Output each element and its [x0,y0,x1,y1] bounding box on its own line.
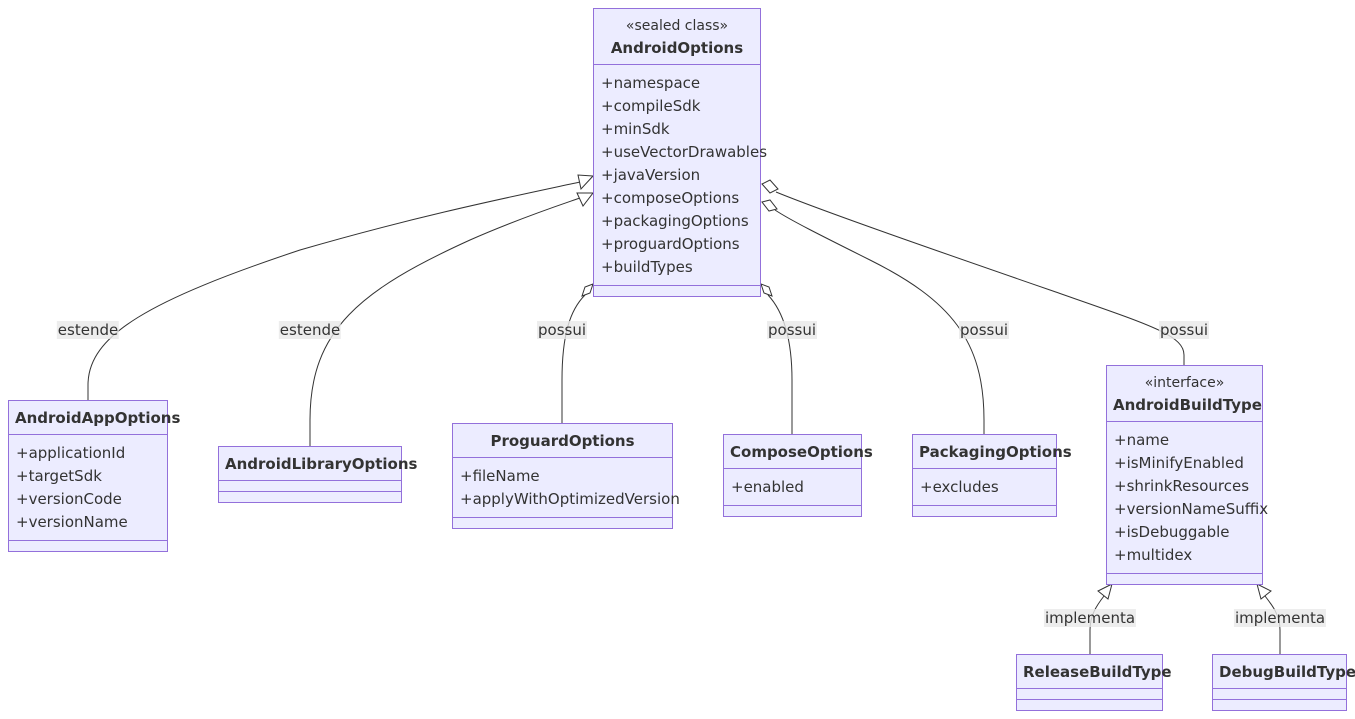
class-name: DebugBuildType [1219,663,1355,681]
edge-label-has-compose: possui [766,321,818,339]
class-header: ComposeOptions [724,435,873,469]
class-header: «sealed class» AndroidOptions [594,9,760,65]
attribute: +shrinkResources [1114,477,1250,495]
class-debug-build-type[interactable]: DebugBuildType [1212,654,1355,711]
attribute: +buildTypes [601,258,693,276]
inheritance-arrowhead [576,192,595,207]
attribute: +excludes [920,478,999,496]
attribute: +packagingOptions [601,212,749,230]
class-android-options[interactable]: «sealed class» AndroidOptions +namespace… [593,8,768,297]
methods-section [913,506,1056,516]
edge-label-has-packaging: possui [958,321,1010,339]
inheritance-arrowhead [577,174,595,191]
attribute: +applyWithOptimizedVersion [460,490,680,508]
class-header: «interface» AndroidBuildType [1107,366,1262,422]
edge-extends-lib [309,197,581,446]
attribute: +fileName [460,467,540,485]
attributes-section: +namespace +compileSdk +minSdk +useVecto… [594,65,768,286]
attributes-section: +enabled [724,469,861,506]
class-header: AndroidLibraryOptions [219,447,418,481]
attributes-section [1017,689,1162,700]
class-android-app-options[interactable]: AndroidAppOptions +applicationId +target… [8,400,181,552]
edge-label-implements-release: implementa [1043,609,1137,627]
methods-section [1107,574,1262,584]
class-header: ReleaseBuildType [1017,655,1172,689]
class-name: AndroidAppOptions [15,409,181,427]
attribute: +enabled [731,478,804,496]
aggregation-diamond [761,179,779,194]
realization-arrowhead [1256,583,1272,600]
methods-section [9,541,167,551]
edge-label-has-proguard: possui [536,321,588,339]
attributes-section: +name +isMinifyEnabled +shrinkResources … [1107,422,1269,574]
methods-section [219,492,401,502]
class-proguard-options[interactable]: ProguardOptions +fileName +applyWithOpti… [452,423,680,529]
aggregation-diamond [760,283,773,297]
edge-label-implements-debug: implementa [1233,609,1327,627]
attributes-section: +applicationId +targetSdk +versionCode +… [9,435,167,541]
class-name: PackagingOptions [919,443,1072,461]
class-name: AndroidLibraryOptions [225,455,418,473]
attributes-section [1213,689,1346,700]
class-android-build-type[interactable]: «interface» AndroidBuildType +name +isMi… [1106,365,1269,585]
attributes-section: +excludes [913,469,1056,506]
attribute: +isDebuggable [1114,523,1230,541]
edge-label-extends-lib: estende [278,321,342,339]
attribute: +isMinifyEnabled [1114,454,1244,472]
attribute: +targetSdk [16,467,102,485]
edge-label-extends-app: estende [56,321,120,339]
aggregation-diamond [581,283,594,297]
class-name: ProguardOptions [490,432,635,450]
attribute: +proguardOptions [601,235,740,253]
aggregation-diamond [761,199,778,212]
class-name: AndroidOptions [610,39,744,57]
attribute: +minSdk [601,120,670,138]
edge-has-compose [767,294,793,434]
class-header: AndroidAppOptions [9,401,181,435]
edge-has-proguard [561,294,586,423]
attributes-section [219,481,401,492]
attributes-section: +fileName +applyWithOptimizedVersion [453,458,680,518]
realization-arrowhead [1097,583,1113,600]
edge-label-has-buildtype: possui [1158,321,1210,339]
attribute: +versionNameSuffix [1114,500,1269,518]
class-packaging-options[interactable]: PackagingOptions +excludes [912,434,1072,517]
attribute: +applicationId [16,444,126,462]
class-android-library-options[interactable]: AndroidLibraryOptions [218,446,418,503]
edge-has-packaging [774,209,985,434]
methods-section [594,286,760,296]
methods-section [1017,700,1162,710]
class-compose-options[interactable]: ComposeOptions +enabled [723,434,873,517]
attribute: +versionName [16,513,128,531]
methods-section [1213,700,1346,710]
stereotype-label: «sealed class» [625,18,729,34]
class-release-build-type[interactable]: ReleaseBuildType [1016,654,1172,711]
class-name: ComposeOptions [730,443,873,461]
methods-section [453,518,672,528]
class-name: AndroidBuildType [1113,396,1262,414]
class-header: ProguardOptions [453,424,672,458]
class-name: ReleaseBuildType [1023,663,1172,681]
attribute: +namespace [601,74,701,92]
attribute: +multidex [1114,546,1193,564]
attribute: +useVectorDrawables [601,143,768,161]
attribute: +versionCode [16,490,122,508]
attribute: +name [1114,431,1170,449]
class-header: DebugBuildType [1213,655,1355,689]
edge-has-buildtype [775,191,1185,365]
attribute: +compileSdk [601,97,701,115]
attribute: +javaVersion [601,166,701,184]
class-header: PackagingOptions [913,435,1072,469]
stereotype-label: «interface» [1144,375,1225,391]
edge-extends-app [87,181,581,400]
attribute: +composeOptions [601,189,740,207]
methods-section [724,506,861,516]
